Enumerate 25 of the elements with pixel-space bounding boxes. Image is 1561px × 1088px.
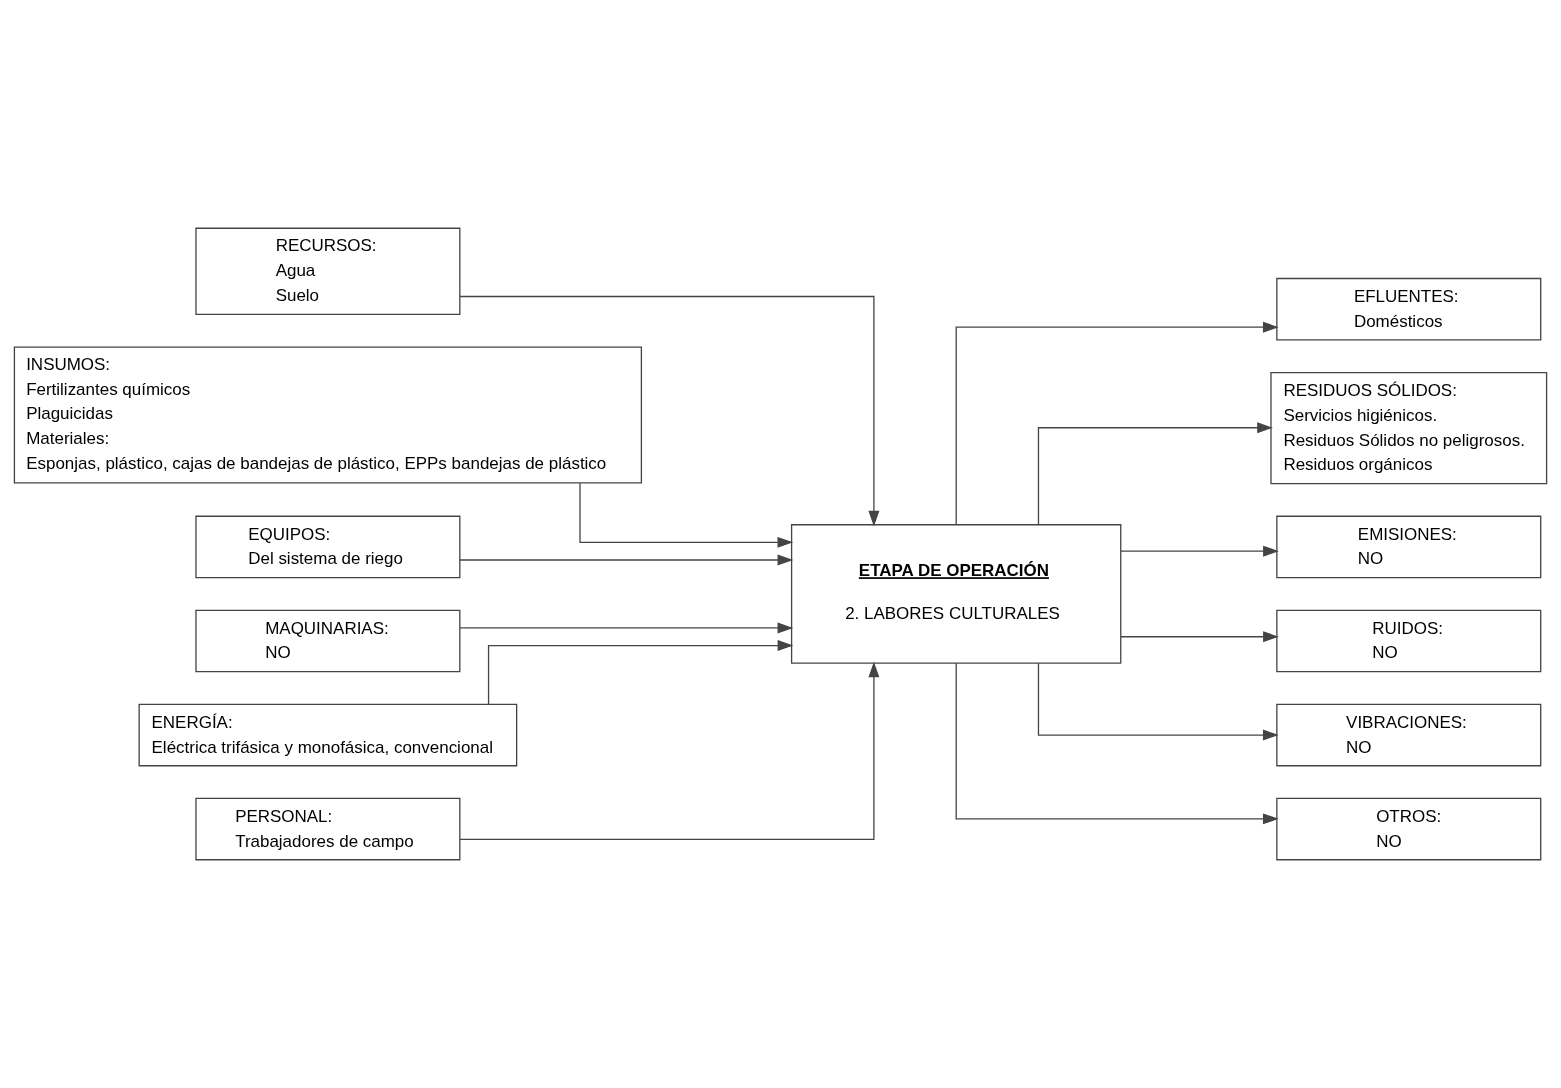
arrow: [459, 295, 880, 527]
node-box: EQUIPOS: Del sistema de riego: [195, 515, 461, 579]
node-box: VIBRACIONES: NO: [1276, 703, 1542, 767]
arrow: [579, 482, 794, 548]
node-box: EMISIONES: NO: [1276, 515, 1542, 579]
node-box: RECURSOS: Agua Suelo: [195, 227, 461, 316]
arrow: [1037, 662, 1279, 741]
arrow: [1120, 545, 1279, 557]
node-box: PERSONAL: Trabajadores de campo: [195, 797, 461, 861]
arrow: [487, 640, 794, 705]
arrow: [459, 661, 880, 840]
arrow: [459, 554, 794, 566]
arrow: [955, 321, 1279, 526]
arrow: [955, 662, 1279, 825]
node-box: EFLUENTES: Domésticos: [1276, 277, 1542, 341]
node-box: ETAPA DE OPERACIÓN 2. LABORES CULTURALES: [790, 524, 1122, 664]
node-box: RUIDOS: NO: [1276, 609, 1542, 673]
node-box: OTROS: NO: [1276, 797, 1542, 861]
arrow: [459, 622, 794, 634]
node-box: RESIDUOS SÓLIDOS: Servicios higiénicos. Residuos Sólidos no peligrosos. Residuos orgánicos: [1270, 371, 1548, 485]
node-box: MAQUINARIAS: NO: [195, 609, 461, 673]
arrow: [1120, 631, 1279, 643]
node-box: INSUMOS: Fertilizantes químicos Plaguicidas Materiales: Esponjas, plástico, cajas de bandejas de plástico, EPPs bandejas de plástico: [13, 346, 643, 484]
node-box: ENERGÍA: Eléctrica trifásica y monofásica, convencional: [138, 703, 518, 767]
arrow: [1037, 422, 1273, 526]
